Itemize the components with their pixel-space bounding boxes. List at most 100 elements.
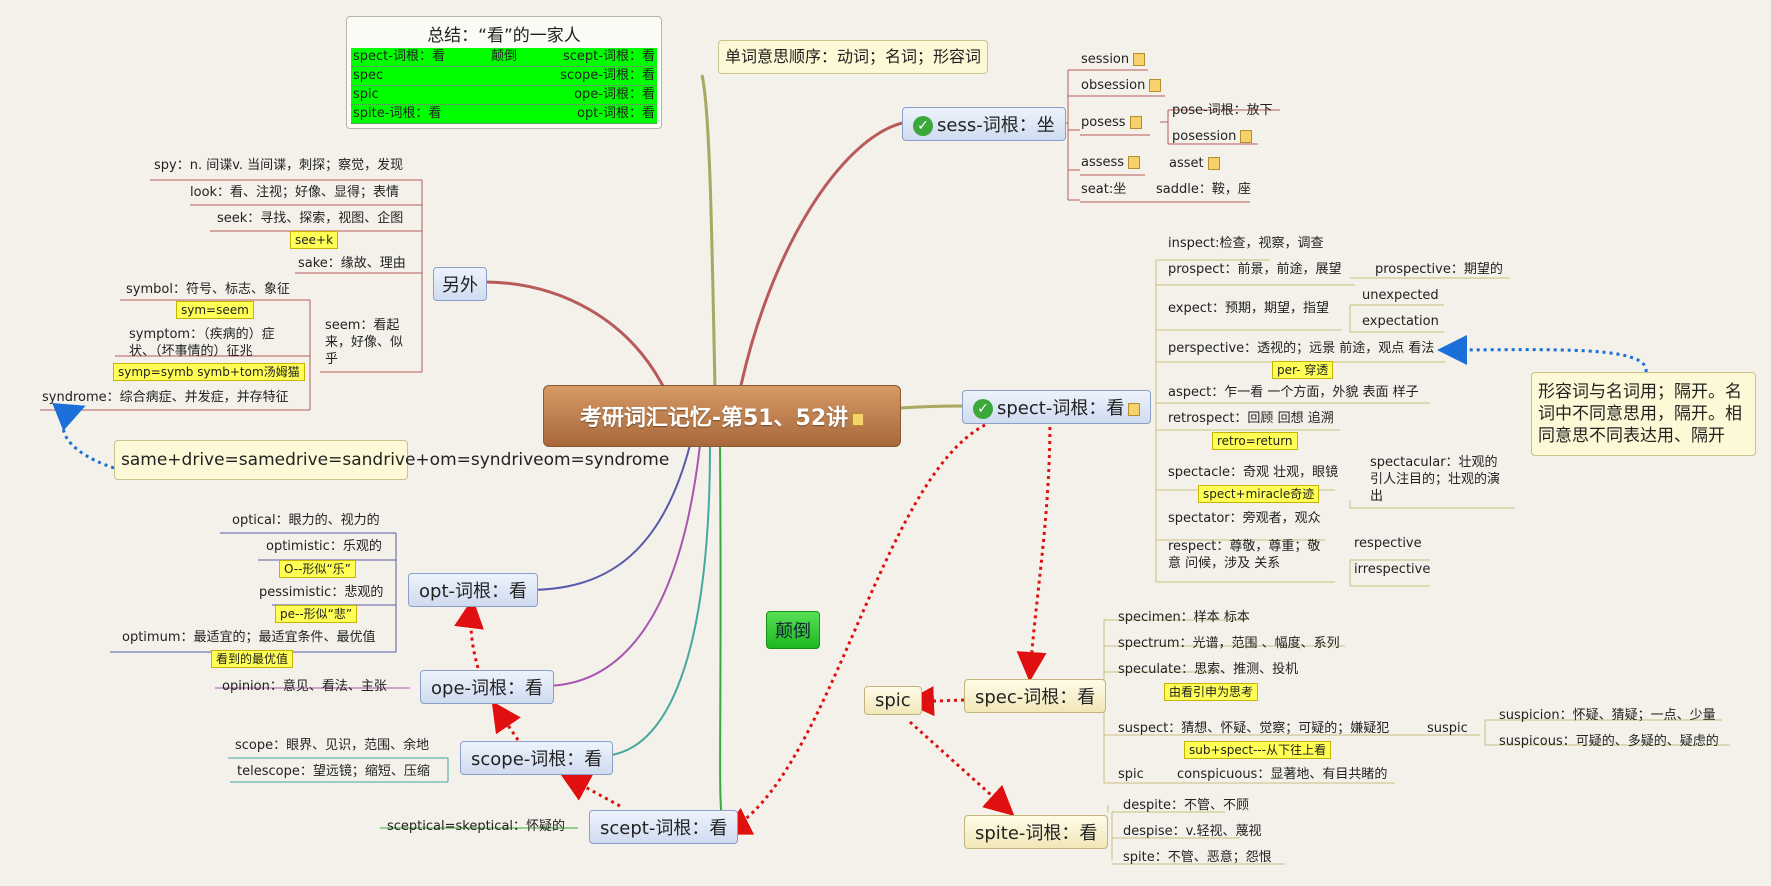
tag-suspect: sub+spect---从下往上看 <box>1184 741 1332 759</box>
leaf-irrespective[interactable]: irrespective <box>1354 562 1431 577</box>
leaf-despite[interactable]: despite：不管、不顾 <box>1123 798 1249 813</box>
leaf-spectrum[interactable]: spectrum：光谱，范围 、幅度、系列 <box>1118 636 1340 651</box>
tag-optimistic: O--形似“乐” <box>279 560 356 578</box>
leaf-posession[interactable]: posession <box>1168 128 1256 145</box>
leaf-prospective[interactable]: prospective：期望的 <box>1375 262 1503 277</box>
leaf-assess[interactable]: assess <box>1077 154 1144 171</box>
memo-icon <box>1128 156 1141 169</box>
leaf-suspic[interactable]: suspic <box>1427 721 1468 736</box>
tag-seek: see+k <box>290 231 339 249</box>
leaf-posess[interactable]: posess <box>1077 114 1146 131</box>
leaf-symbol[interactable]: symbol：符号、标志、象征 <box>126 282 290 297</box>
topic-spect[interactable]: ✓spect-词根：看 <box>962 390 1152 424</box>
leaf-expectation[interactable]: expectation <box>1362 314 1439 329</box>
branch-scope <box>599 444 711 757</box>
leaf-conspicuous[interactable]: conspicuous：显著地、有目共睹的 <box>1177 767 1388 782</box>
branch-ope <box>543 444 701 687</box>
leaf-despise[interactable]: despise：v.轻视、蔑视 <box>1123 824 1262 839</box>
summary-cell-left: spic <box>353 87 379 102</box>
topic-scept[interactable]: scept-词根：看 <box>589 810 739 844</box>
leaf-aspect[interactable]: aspect：乍一看 一个方面，外貌 表面 样子 <box>1168 385 1419 400</box>
tag-optimum: 看到的最优值 <box>211 650 294 668</box>
tag-speculate: 由看引申为思考 <box>1164 683 1259 701</box>
leaf-obsession[interactable]: obsession <box>1077 77 1165 94</box>
leaf-optical[interactable]: optical：眼力的、视力的 <box>232 513 380 528</box>
topic-ope[interactable]: ope-词根：看 <box>420 670 555 704</box>
leaf-expect[interactable]: expect：预期，期望，指望 <box>1168 301 1329 316</box>
leaf-seem[interactable]: seem：看起来，好像、似乎 <box>325 318 404 367</box>
adj-note[interactable]: 形容词与名词用；隔开。名词中不同意思用，隔开。相同意思不同表达用、隔开 <box>1531 372 1756 456</box>
leaf-prospect[interactable]: prospect：前景，前途，展望 <box>1168 262 1342 277</box>
leaf-suspicion[interactable]: suspicion：怀疑、猜疑；一点、少量 <box>1499 708 1716 723</box>
rel-ope-opt <box>454 598 484 669</box>
leaf-specimen[interactable]: specimen：样本 标本 <box>1118 610 1250 625</box>
rel-spic-spite <box>908 720 1015 817</box>
leaf-spy[interactable]: spy：n. 间谍v. 当间谍，刺探；察觉，发现 <box>154 158 404 173</box>
leaf-look[interactable]: look：看、注视；好像、显得；表情 <box>190 185 400 200</box>
leaf-spectacular[interactable]: spectacular：壮观的 引人注目的；壮观的演出 <box>1370 455 1501 504</box>
order-note[interactable]: 单词意思顺序：动词；名词；形容词 <box>718 40 989 74</box>
tag-spectacle: spect+miracle奇迹 <box>1198 485 1320 503</box>
leaf-asset[interactable]: asset <box>1165 155 1224 172</box>
leaf-speculate[interactable]: speculate：思索、推测、投机 <box>1118 662 1299 677</box>
reverse-label[interactable]: 颠倒 <box>766 611 820 649</box>
leaf-suspect[interactable]: suspect：猜想、怀疑、觉察；可疑的；嫌疑犯 <box>1118 721 1390 736</box>
topic-scope[interactable]: scope-词根：看 <box>460 741 614 775</box>
branch-other <box>483 280 667 391</box>
leaf-optimum[interactable]: optimum：最适宜的；最适宜条件、最优值 <box>122 630 376 645</box>
memo-icon <box>1240 130 1253 143</box>
leaf-opinion[interactable]: opinion：意见、看法、主张 <box>222 679 387 694</box>
summary-cell-left: spec <box>353 68 384 83</box>
leaf-syndrome[interactable]: syndrome：综合病症、并发症，并存特征 <box>42 390 289 405</box>
leaf-seek[interactable]: seek：寻找、探索，视图、企图 <box>217 211 404 226</box>
leaf-saddle[interactable]: saddle：鞍，座 <box>1156 182 1251 197</box>
leaf-spectator[interactable]: spectator：旁观者，观众 <box>1168 511 1321 526</box>
summary-cell-mid: 颠倒 <box>490 49 517 64</box>
check-icon: ✓ <box>913 116 933 136</box>
topic-opt[interactable]: opt-词根：看 <box>408 573 538 607</box>
topic-spec[interactable]: spec-词根：看 <box>964 679 1107 713</box>
leaf-symptom[interactable]: symptom：（疾病的）症状、（坏事情的）征兆 <box>129 327 275 359</box>
tag-symbol: sym=seem <box>176 301 254 319</box>
leaf-scope[interactable]: scope：眼界、见识，范围、余地 <box>235 738 430 753</box>
branch-spect <box>899 404 963 410</box>
topic-sess[interactable]: ✓sess-词根：坐 <box>902 107 1066 141</box>
tag-per: per- 穿透 <box>1272 361 1334 379</box>
memo-icon <box>1129 116 1142 129</box>
leaf-respect[interactable]: respect：尊敬，尊重；敬意 问候，涉及 关系 <box>1168 539 1321 571</box>
central-topic[interactable]: 考研词汇记忆-第51、52讲 <box>543 385 901 447</box>
leaf-unexpected[interactable]: unexpected <box>1362 288 1439 303</box>
summary-cell-left: spect-词根：看 <box>353 49 445 64</box>
leaf-spite[interactable]: spite：不管、恶意；怨恨 <box>1123 850 1272 865</box>
rel-spect-spec <box>1016 419 1052 682</box>
leaf-pessimistic[interactable]: pessimistic：悲观的 <box>259 585 384 600</box>
leaf-spic[interactable]: spic <box>1118 767 1144 782</box>
leaf-suspicous[interactable]: suspicous：可疑的、多疑的、疑虑的 <box>1499 734 1719 749</box>
leaf-spectacle[interactable]: spectacle：奇观 壮观，眼镜 <box>1168 465 1339 480</box>
leaf-pose-root[interactable]: pose-词根：放下 <box>1172 103 1273 118</box>
tag-symptom: symp=symb symb+tom汤姆猫 <box>113 363 305 381</box>
leaf-optimistic[interactable]: optimistic：乐观的 <box>266 539 382 554</box>
branch-summary <box>700 74 717 391</box>
topic-spite[interactable]: spite-词根：看 <box>964 815 1109 849</box>
summary-cell-right: opt-词根：看 <box>577 106 655 121</box>
leaf-session[interactable]: session <box>1077 51 1149 68</box>
note-arrow-perspective <box>1437 334 1648 373</box>
topic-spic[interactable]: spic <box>864 686 922 715</box>
rel-spect-scept <box>720 423 986 835</box>
leaf-inspect[interactable]: inspect:检查，视察，调查 <box>1168 236 1324 251</box>
leaf-sceptical[interactable]: sceptical=skeptical：怀疑的 <box>387 819 566 834</box>
leaf-retrospect[interactable]: retrospect：回顾 回想 追溯 <box>1168 411 1334 426</box>
leaf-seat[interactable]: seat:坐 <box>1081 182 1127 197</box>
leaf-sake[interactable]: sake：缘故、理由 <box>298 256 406 271</box>
check-icon: ✓ <box>973 399 993 419</box>
summary-cell-right: ope-词根：看 <box>574 87 655 102</box>
syndrome-note[interactable]: same+drive=samedrive=sandrive+om=syndriv… <box>114 440 669 480</box>
leaf-respective[interactable]: respective <box>1354 536 1422 551</box>
leaf-perspective[interactable]: perspective：透视的；远景 前途，观点 看法 <box>1168 341 1435 356</box>
topic-other[interactable]: 另外 <box>433 267 487 301</box>
leaf-telescope[interactable]: telescope：望远镜；缩短、压缩 <box>237 764 430 779</box>
